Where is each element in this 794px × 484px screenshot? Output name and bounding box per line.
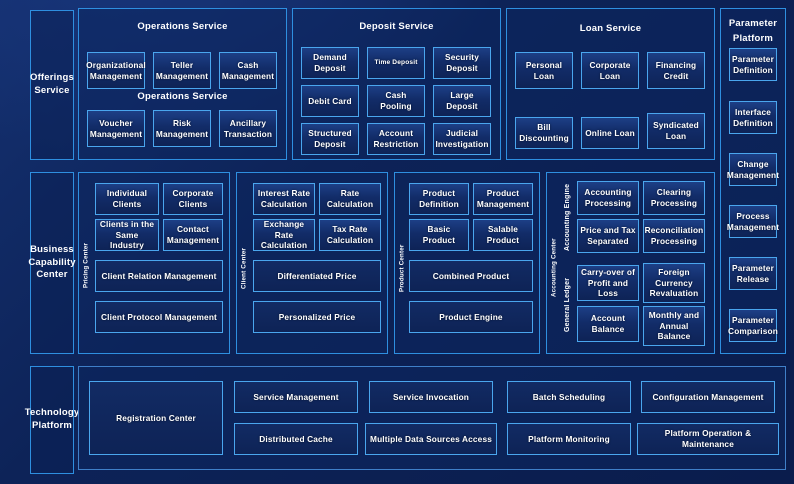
box-corporate-loan[interactable]: Corporate Loan: [581, 52, 639, 89]
rail-offerings-label: Offerings Service: [29, 72, 75, 96]
group-operations-service-title: Operations Service: [137, 21, 228, 32]
box-foreign-currency-revaluation[interactable]: Foreign Currency Revaluation: [643, 263, 705, 303]
box-clients-in-the-same-industry[interactable]: Clients in the Same Industry: [95, 219, 159, 251]
box-ancillary-transaction[interactable]: Ancillary Transaction: [219, 110, 277, 147]
box-platform-operation-and-maintenance[interactable]: Platform Operation & Maintenance: [637, 423, 779, 455]
group-technology-platform: Registration Center Service Management D…: [78, 366, 786, 470]
box-interface-definition[interactable]: Interface Definition: [729, 101, 777, 134]
group-deposit-service-title: Deposit Service: [359, 21, 434, 32]
box-online-loan[interactable]: Online Loan: [581, 117, 639, 149]
box-price-and-tax-separated[interactable]: Price and Tax Separated: [577, 219, 639, 253]
group-deposit-service: Deposit Service Demand Deposit Time Depo…: [292, 8, 501, 160]
box-accounting-processing[interactable]: Accounting Processing: [577, 181, 639, 215]
box-salable-product[interactable]: Salable Product: [473, 219, 533, 251]
box-account-balance[interactable]: Account Balance: [577, 306, 639, 342]
group-operations-service-subtitle: Operations Service: [137, 91, 228, 102]
box-account-restriction[interactable]: Account Restriction: [367, 123, 425, 155]
box-judicial-investigation[interactable]: Judicial Investigation: [433, 123, 491, 155]
caption-client-center: Client Center: [240, 247, 248, 289]
box-monthly-and-annual-balance[interactable]: Monthly and Annual Balance: [643, 306, 705, 346]
box-individual-clients[interactable]: Individual Clients: [95, 183, 159, 215]
box-personal-loan[interactable]: Personal Loan: [515, 52, 573, 89]
box-change-management[interactable]: Change Management: [727, 153, 779, 186]
box-debit-card[interactable]: Debit Card: [301, 85, 359, 117]
box-bill-discounting[interactable]: Bill Discounting: [515, 117, 573, 149]
box-product-engine[interactable]: Product Engine: [409, 301, 533, 333]
box-corporate-clients[interactable]: Corporate Clients: [163, 183, 223, 215]
group-loan-service: Loan Service Personal Loan Corporate Loa…: [506, 8, 715, 160]
caption-product-center: Product Center: [398, 244, 406, 292]
box-registration-center[interactable]: Registration Center: [89, 381, 223, 455]
box-differentiated-price[interactable]: Differentiated Price: [253, 260, 381, 292]
rail-offerings-service: Offerings Service: [30, 10, 74, 160]
box-voucher-management[interactable]: Voucher Management: [87, 110, 145, 147]
box-distributed-cache[interactable]: Distributed Cache: [234, 423, 358, 455]
box-security-deposit[interactable]: Security Deposit: [433, 47, 491, 79]
rail-business-capability-center: Business Capability Center: [28, 172, 76, 354]
group-client-center: Client Center Interest Rate Calculation …: [236, 172, 388, 354]
rail-technology-label: Technology Platform: [24, 407, 80, 431]
box-time-deposit[interactable]: Time Deposit: [367, 47, 425, 79]
box-carry-over-of-profit-and-loss[interactable]: Carry-over of Profit and Loss: [577, 265, 639, 301]
group-product-center: Product Center Product Definition Produc…: [394, 172, 540, 354]
box-configuration-management[interactable]: Configuration Management: [641, 381, 775, 413]
box-parameter-release[interactable]: Parameter Release: [729, 257, 777, 290]
box-process-management[interactable]: Process Management: [727, 205, 779, 238]
box-service-invocation[interactable]: Service Invocation: [369, 381, 493, 413]
box-organizational-management[interactable]: Organizational Management: [86, 52, 146, 89]
rail-business-label: Business Capability Center: [28, 243, 76, 281]
box-basic-product[interactable]: Basic Product: [409, 219, 469, 251]
box-client-relation-management[interactable]: Client Relation Management: [95, 260, 223, 292]
caption-pricing-center: Pricing Center: [82, 242, 90, 288]
box-combined-product[interactable]: Combined Product: [409, 260, 533, 292]
box-exchange-rate-calculation[interactable]: Exchange Rate Calculation: [253, 219, 315, 251]
box-syndicated-loan[interactable]: Syndicated Loan: [647, 113, 705, 149]
box-batch-scheduling[interactable]: Batch Scheduling: [507, 381, 631, 413]
caption-accounting-engine: Accounting Engine: [564, 183, 571, 251]
box-financing-credit[interactable]: Financing Credit: [647, 52, 705, 89]
parameter-platform-title-line2: Platform: [732, 33, 774, 44]
group-loan-service-title: Loan Service: [579, 23, 642, 34]
box-contact-management[interactable]: Contact Management: [163, 219, 223, 251]
box-rate-calculation[interactable]: Rate Calculation: [319, 183, 381, 215]
box-tax-rate-calculation[interactable]: Tax Rate Calculation: [319, 219, 381, 251]
box-product-management[interactable]: Product Management: [473, 183, 533, 215]
box-reconciliation-processing[interactable]: Reconciliation Processing: [643, 219, 705, 253]
box-interest-rate-calculation[interactable]: Interest Rate Calculation: [253, 183, 315, 215]
group-parameter-platform: Parameter Platform Parameter Definition …: [720, 8, 786, 354]
box-large-deposit[interactable]: Large Deposit: [433, 85, 491, 117]
box-cash-management[interactable]: Cash Management: [219, 52, 277, 89]
box-demand-deposit[interactable]: Demand Deposit: [301, 47, 359, 79]
box-product-definition[interactable]: Product Definition: [409, 183, 469, 215]
box-parameter-definition[interactable]: Parameter Definition: [729, 48, 777, 81]
parameter-platform-title-line1: Parameter: [728, 18, 778, 29]
box-service-management[interactable]: Service Management: [234, 381, 358, 413]
caption-general-ledger: General Ledger: [564, 277, 571, 333]
box-clearing-processing[interactable]: Clearing Processing: [643, 181, 705, 215]
box-multiple-data-sources-access[interactable]: Multiple Data Sources Access: [365, 423, 497, 455]
box-client-protocol-management[interactable]: Client Protocol Management: [95, 301, 223, 333]
box-personalized-price[interactable]: Personalized Price: [253, 301, 381, 333]
rail-technology-platform: Technology Platform: [25, 366, 79, 474]
box-risk-management[interactable]: Risk Management: [153, 110, 211, 147]
caption-accounting-center: Accounting Center: [550, 238, 558, 298]
box-platform-monitoring[interactable]: Platform Monitoring: [507, 423, 631, 455]
group-pricing-center: Pricing Center Individual Clients Corpor…: [78, 172, 230, 354]
box-structured-deposit[interactable]: Structured Deposit: [301, 123, 359, 155]
box-cash-pooling[interactable]: Cash Pooling: [367, 85, 425, 117]
group-operations-service: Operations Service Operations Service Or…: [78, 8, 287, 160]
box-teller-management[interactable]: Teller Management: [153, 52, 211, 89]
group-accounting-center: Accounting Center Accounting Engine Gene…: [546, 172, 715, 354]
box-parameter-comparison[interactable]: Parameter Comparison: [728, 309, 778, 342]
